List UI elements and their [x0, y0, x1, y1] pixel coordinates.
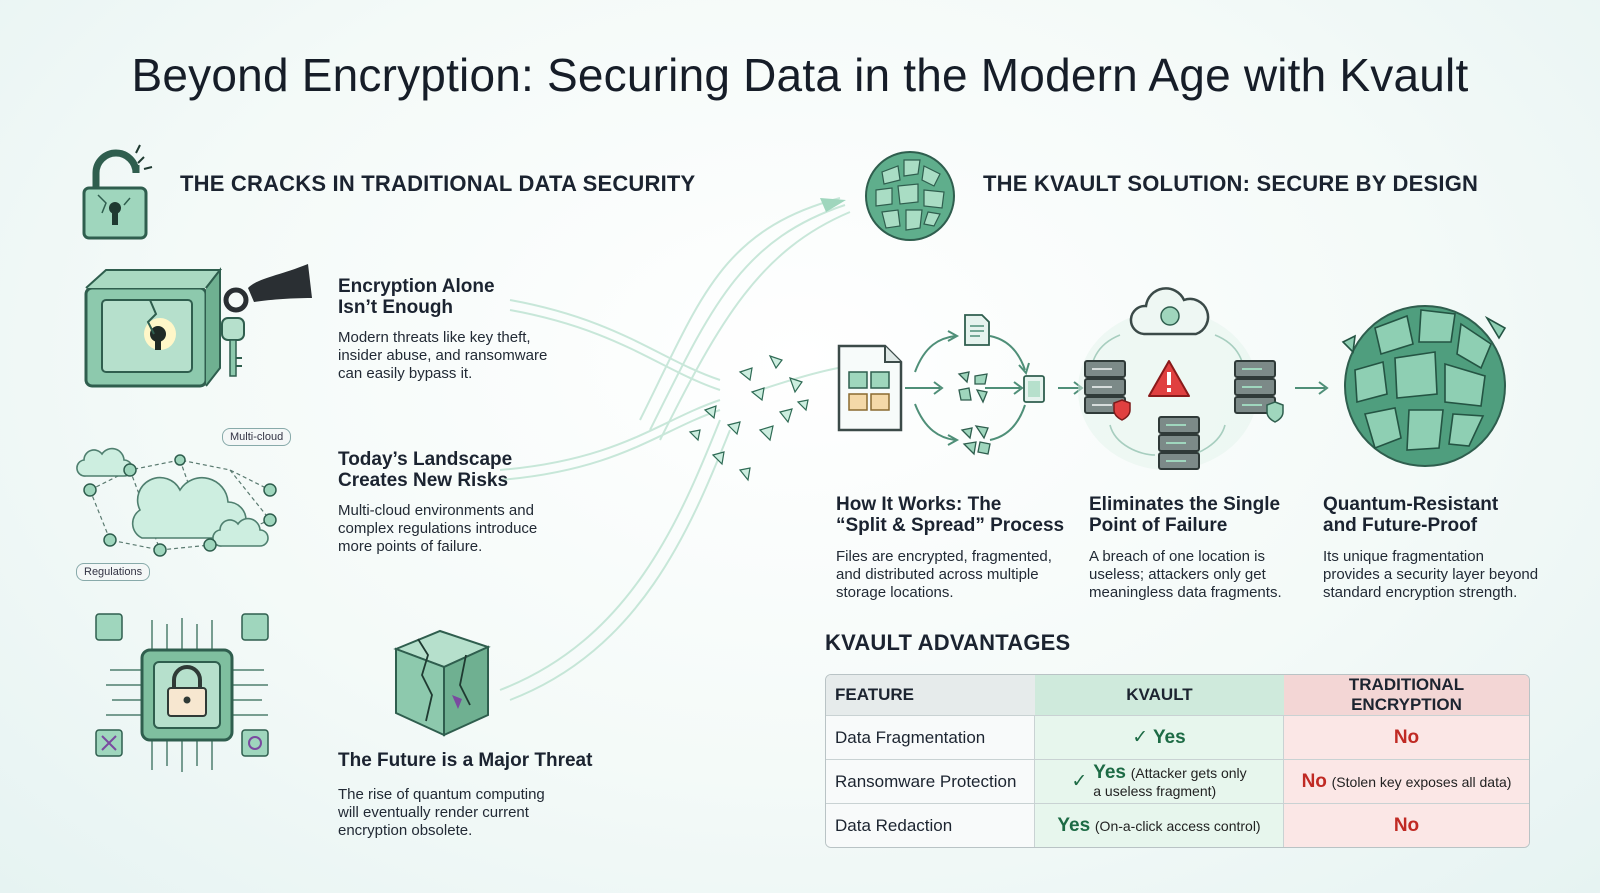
kvault-value: Yes: [1057, 814, 1091, 836]
traditional-cell: No: [1284, 716, 1529, 760]
step-2-body-line-1: A breach of one location is: [1089, 548, 1265, 565]
cloud-network-icon: [76, 447, 277, 557]
step-1-body-line-3: storage locations.: [836, 584, 954, 601]
item-2-body-line-2: complex regulations introduce: [338, 520, 538, 537]
kvault-note-line-2: a useless fragment): [1093, 782, 1217, 799]
traditional-value: No: [1301, 770, 1327, 792]
shield-icon-left: [1113, 399, 1131, 421]
header-traditional: TRADITIONAL ENCRYPTION: [1284, 675, 1529, 716]
kvault-cell: ✓ Yes (Attacker gets only a useless frag…: [1035, 760, 1284, 804]
right-section-title: THE KVAULT SOLUTION: SECURE BY DESIGN: [983, 171, 1479, 196]
feature-cell: Ransomware Protection: [826, 760, 1035, 804]
traditional-note: (Stolen key exposes all data): [1331, 773, 1512, 790]
step-3-body-line-1: Its unique fragmentation: [1323, 548, 1484, 565]
step-3-heading-line-1: Quantum-Resistant: [1323, 494, 1499, 515]
left-section-title: THE CRACKS IN TRADITIONAL DATA SECURITY: [180, 171, 696, 196]
advantages-title: KVAULT ADVANTAGES: [825, 630, 1071, 655]
traditional-value: No: [1393, 814, 1420, 836]
traditional-cell: No (Stolen key exposes all data): [1284, 760, 1529, 804]
server-icon-left: [1084, 360, 1126, 414]
item-2-body-line-1: Multi-cloud environments and: [338, 502, 534, 519]
item-2-heading-line-1: Today’s Landscape: [338, 449, 513, 470]
regulations-tag: Regulations: [76, 563, 151, 581]
step-1-heading-line-1: How It Works: The: [836, 494, 1002, 515]
step-1-body-line-1: Files are encrypted, fragmented,: [836, 548, 1052, 565]
kvault-note-line-1: (Attacker gets only: [1130, 764, 1247, 781]
item-3-body-line-3: encryption obsolete.: [338, 822, 473, 839]
advantages-table: FEATURE KVAULT TRADITIONAL ENCRYPTION Da…: [825, 674, 1530, 848]
fragment-doc-icon: [964, 314, 990, 346]
feature-cell: Data Fragmentation: [826, 716, 1035, 760]
fragment-globe-icon: [865, 151, 955, 241]
warning-icon: [1148, 360, 1190, 397]
step-1-body-line-2: and distributed across multiple: [836, 566, 1039, 583]
kvault-value: Yes: [1152, 727, 1186, 748]
feature-cell: Data Redaction: [826, 804, 1035, 847]
page-title: Beyond Encryption: Securing Data in the …: [131, 49, 1469, 101]
header-feature: FEATURE: [826, 675, 1035, 716]
table-header-row: FEATURE KVAULT TRADITIONAL ENCRYPTION: [826, 675, 1529, 716]
chip-padlock-icon: [95, 613, 269, 772]
shield-icon-right: [1266, 401, 1284, 423]
item-1-body-line-1: Modern threats like key theft,: [338, 329, 531, 346]
sphere-icon: [1341, 305, 1507, 467]
item-1-body-line-3: can easily bypass it.: [338, 365, 473, 382]
table-row: Data Fragmentation ✓ Yes No: [826, 716, 1529, 760]
item-2-body-line-3: more points of failure.: [338, 538, 483, 555]
item-3-heading-line-1: The Future is a Major Threat: [338, 750, 593, 771]
check-icon: ✓: [1132, 727, 1149, 748]
traditional-value: No: [1393, 726, 1420, 748]
fragment-pieces-icon: [957, 371, 988, 404]
item-1-body-line-2: insider abuse, and ransomware: [338, 347, 548, 364]
traditional-cell: No: [1284, 804, 1529, 847]
step-3-body-line-3: standard encryption strength.: [1323, 584, 1518, 601]
table-row: Data Redaction Yes (On-a-click access co…: [826, 804, 1529, 847]
broken-padlock-icon: [82, 144, 153, 240]
kvault-note: (On-a-click access control): [1094, 817, 1261, 834]
step-1-heading-line-2: “Split & Spread” Process: [836, 515, 1065, 536]
step-2-heading-line-1: Eliminates the Single: [1089, 494, 1281, 515]
cracked-vault-icon: [84, 267, 223, 388]
fragment-pieces-icon-2: [960, 425, 991, 456]
step-2-heading-line-2: Point of Failure: [1089, 515, 1228, 536]
step-3-body-line-2: provides a security layer beyond: [1323, 566, 1539, 583]
header-kvault: KVAULT: [1035, 675, 1284, 716]
cloud-icon: [1129, 287, 1210, 336]
check-icon: ✓: [1071, 771, 1088, 792]
item-2-heading-line-2: Creates New Risks: [338, 470, 509, 491]
kvault-cell: ✓ Yes: [1035, 716, 1284, 760]
document-icon: [837, 344, 903, 432]
step-3-heading-line-2: and Future-Proof: [1323, 515, 1478, 536]
item-1-heading-line-2: Isn’t Enough: [338, 297, 454, 318]
step-2-body-line-2: useless; attackers only get: [1089, 566, 1266, 583]
table-row: Ransomware Protection ✓ Yes (Attacker ge…: [826, 760, 1529, 804]
multi-cloud-tag: Multi-cloud: [222, 428, 292, 446]
item-3-body-line-2: will eventually render current: [338, 804, 529, 821]
item-3-body-line-1: The rise of quantum computing: [338, 786, 545, 803]
step-2-body-line-3: meaningless data fragments.: [1089, 584, 1282, 601]
cracked-cube-icon: [393, 629, 491, 737]
kvault-value: Yes: [1093, 761, 1126, 783]
kvault-cell: Yes (On-a-click access control): [1035, 804, 1284, 847]
key-hand-icon: [221, 264, 312, 377]
item-1-heading-line-1: Encryption Alone: [338, 276, 495, 297]
server-icon-bottom: [1158, 416, 1200, 470]
encrypted-block-icon: [1023, 375, 1045, 403]
